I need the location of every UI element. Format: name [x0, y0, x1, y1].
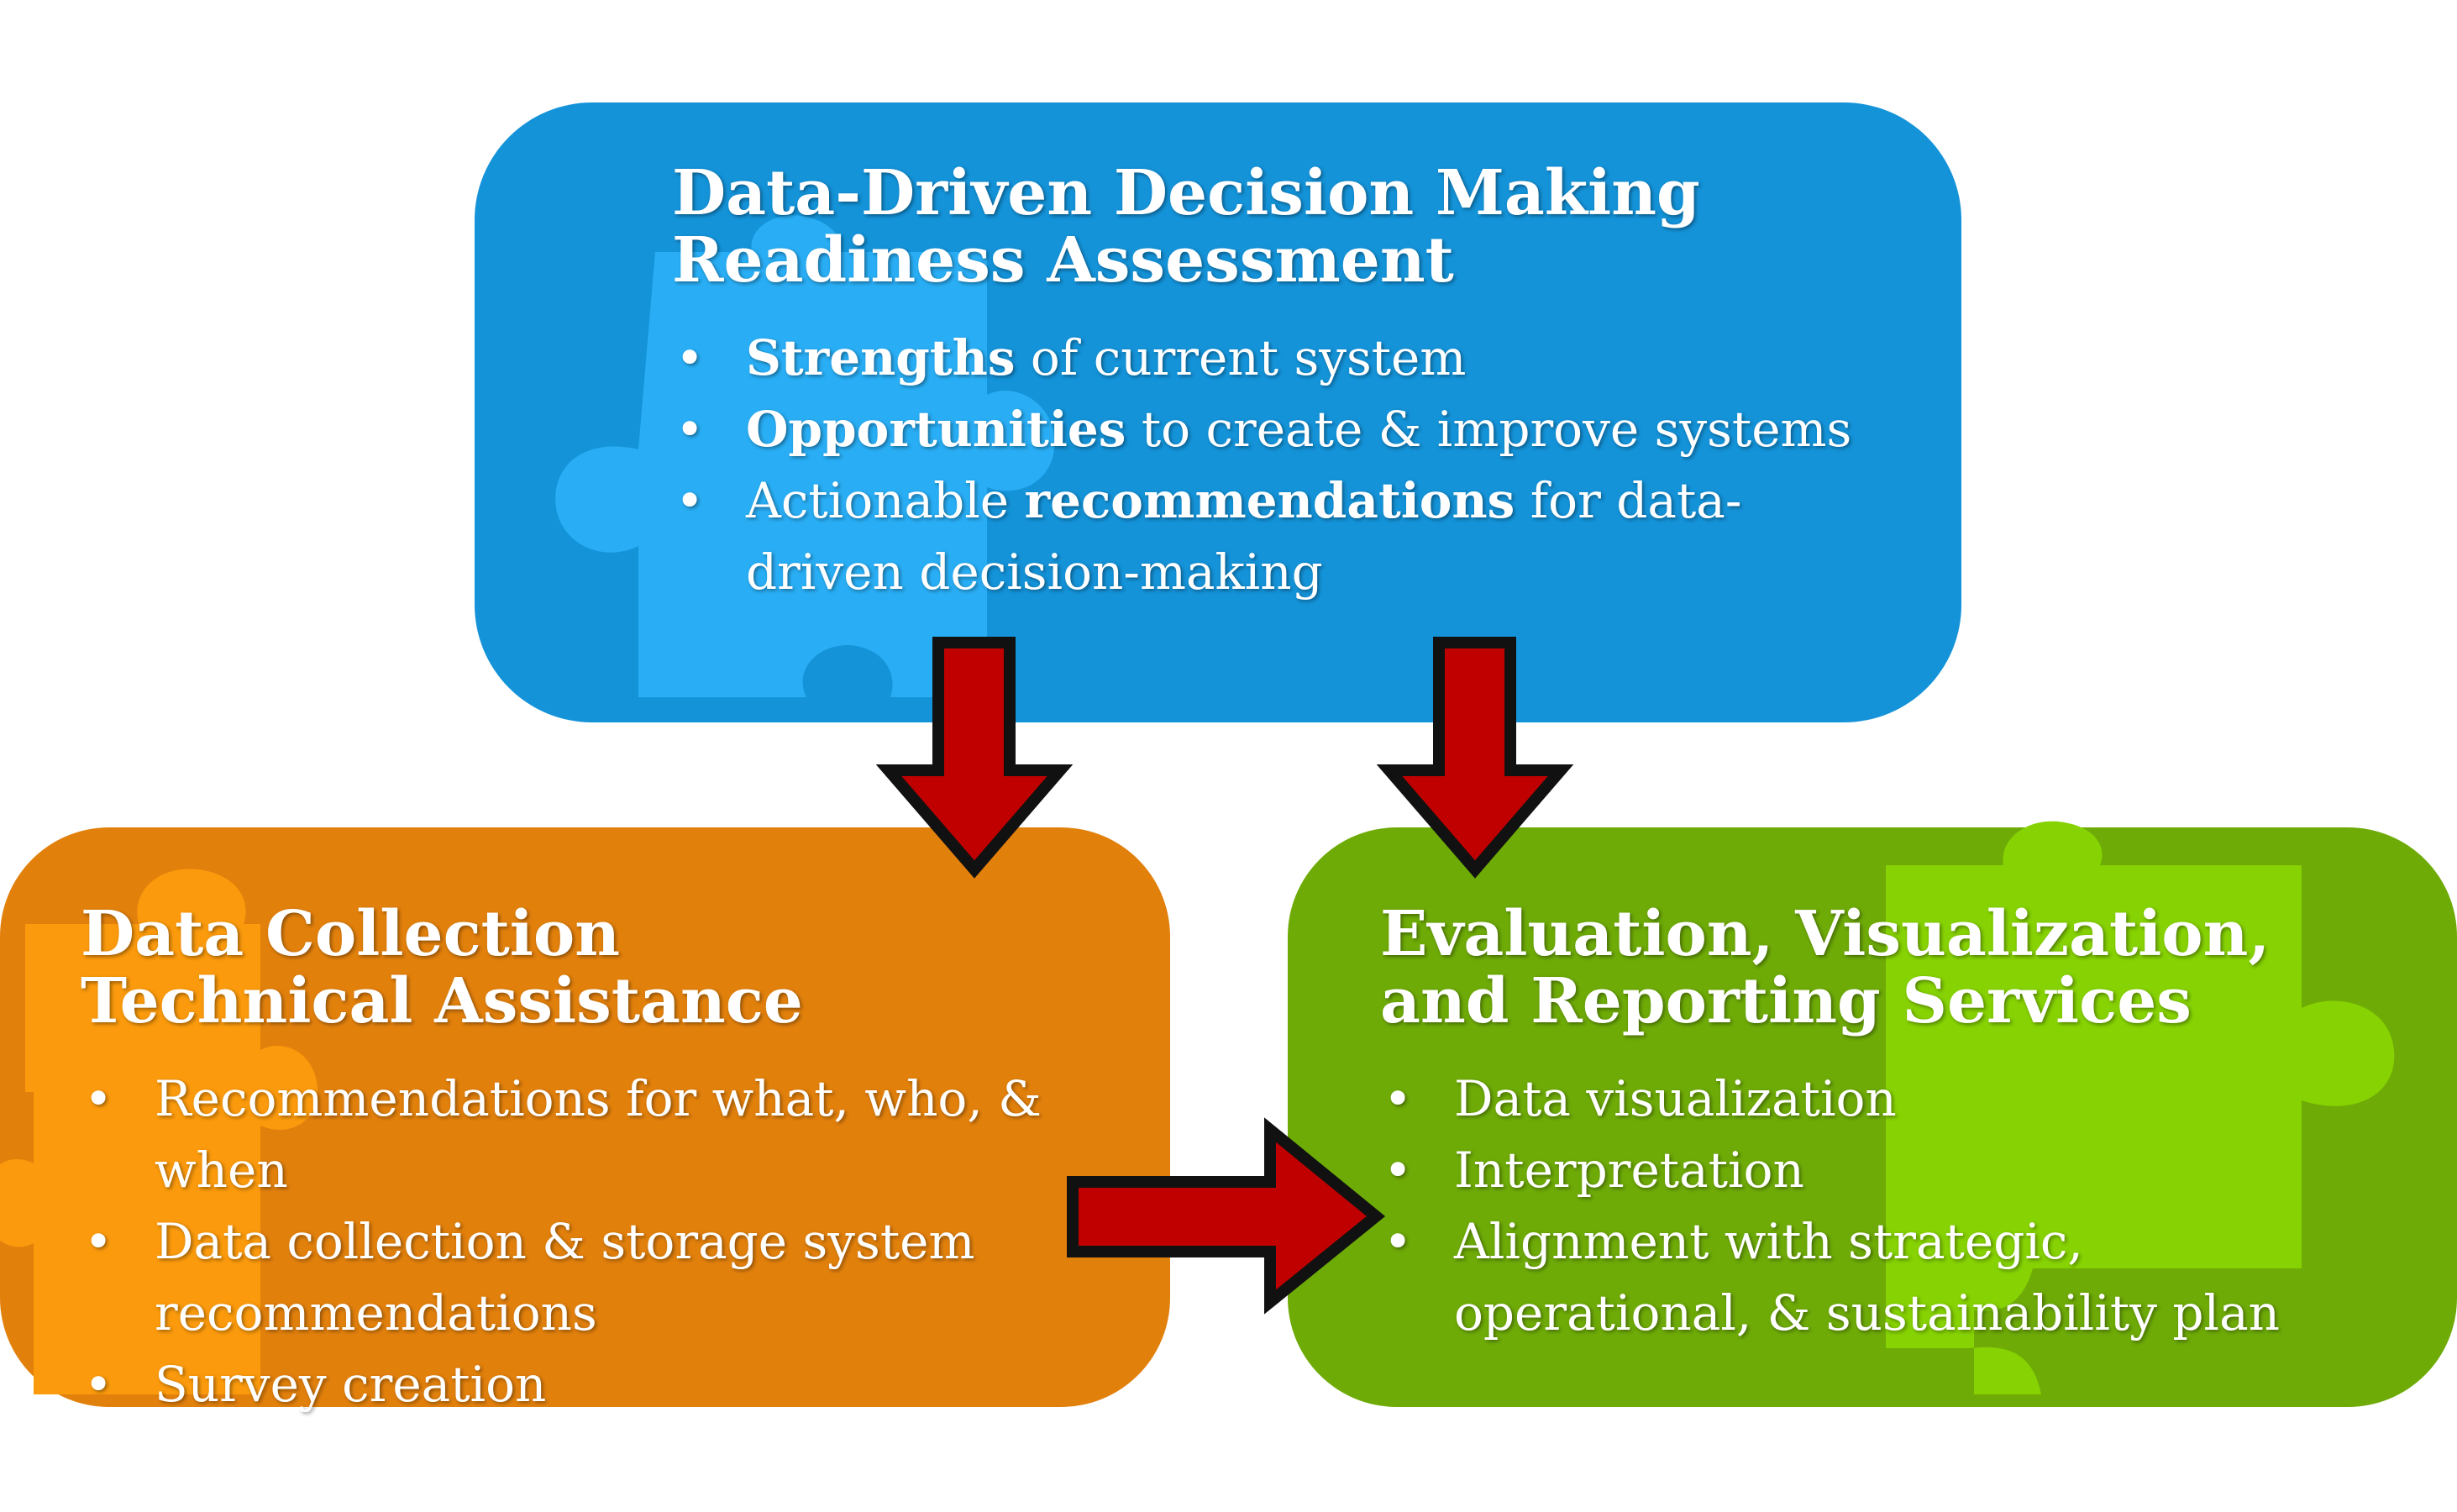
list-item: Interpretation	[1380, 1135, 2413, 1206]
list-item: Survey creation	[81, 1349, 1173, 1420]
right-box-list: Data visualization Interpretation Alignm…	[1380, 1063, 2413, 1349]
left-box-title-line2: Technical Assistance	[81, 965, 803, 1037]
top-box-title-line1: Data-Driven Decision Making	[672, 157, 1700, 229]
list-item: Strengths of current system	[672, 323, 1932, 394]
arrow-down-right	[1376, 637, 1574, 879]
item-bold-text: Strengths	[746, 329, 1016, 386]
left-box-content: Data Collection Technical Assistance Rec…	[81, 900, 1173, 1420]
list-item: Alignment with strategic, operational, &…	[1380, 1206, 2328, 1349]
left-box-list: Recommendations for what, who, & when Da…	[81, 1063, 1173, 1420]
list-item: Opportunities to create & improve system…	[672, 394, 1932, 465]
top-box-list: Strengths of current system Opportunitie…	[672, 323, 1932, 608]
item-text: to create & improve systems	[1126, 401, 1852, 458]
list-item: Recommendations for what, who, & when	[81, 1063, 1173, 1206]
left-box-title: Data Collection Technical Assistance	[81, 900, 1173, 1035]
item-bold-text: Opportunities	[746, 401, 1126, 458]
item-text: of current system	[1015, 329, 1467, 386]
right-box-title-line2: and Reporting Services	[1380, 965, 2192, 1037]
item-text: for data-driven decision-making	[746, 472, 1742, 601]
top-box-content: Data-Driven Decision Making Readiness As…	[672, 160, 1932, 608]
item-bold-text: recommendations	[1024, 472, 1515, 529]
item-text: Actionable	[746, 472, 1025, 529]
right-box-title: Evaluation, Visualization, and Reporting…	[1380, 900, 2413, 1035]
top-box-title: Data-Driven Decision Making Readiness As…	[672, 160, 1932, 294]
arrow-right	[1067, 1117, 1386, 1315]
top-box-title-line2: Readiness Assessment	[672, 224, 1454, 297]
list-item: Data collection & storage system recomme…	[81, 1206, 995, 1349]
arrow-down-left	[875, 637, 1074, 879]
list-item: Data visualization	[1380, 1063, 2413, 1135]
list-item: Actionable recommendations for data-driv…	[672, 465, 1754, 608]
right-box-title-line1: Evaluation, Visualization,	[1380, 898, 2271, 970]
left-box-title-line1: Data Collection	[81, 898, 621, 970]
right-box-content: Evaluation, Visualization, and Reporting…	[1380, 900, 2413, 1349]
